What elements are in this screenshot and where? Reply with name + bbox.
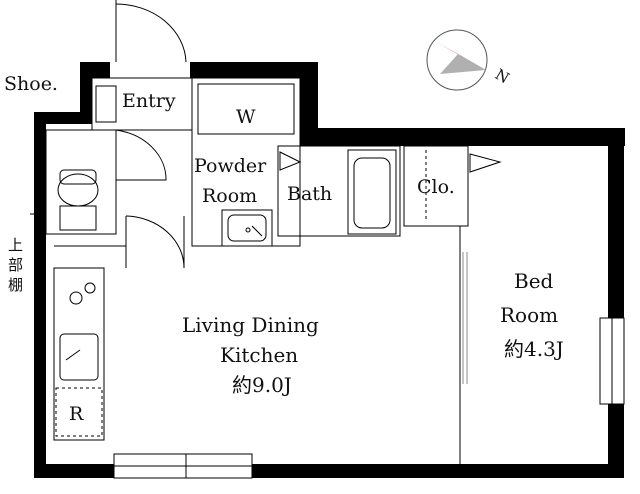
bed-room-size: 約4.3J [504,337,564,361]
upper-shelf-char-1: 上 [8,236,23,254]
door-swings [30,0,502,269]
ldk-label-line1: Living Dining [182,313,319,337]
bath-label: Bath [287,183,332,205]
compass-north-label: N [492,65,512,87]
exterior-walls [34,62,625,478]
ldk-size: 約9.0J [232,373,292,397]
shoe-label: Shoe. [4,73,58,95]
powder-room-label-line1: Powder [194,155,267,177]
bed-room-label-line1: Bed [514,269,554,293]
washer-label: W [236,106,256,128]
closet-label: Clo. [417,176,455,198]
bed-room-label-line2: Room [500,303,558,327]
compass: N [426,29,512,91]
entry-label: Entry [122,90,176,112]
upper-shelf-char-2: 部 [8,256,23,274]
interior-walls [45,77,625,479]
ldk-label-line2: Kitchen [220,343,298,367]
powder-room-label-line2: Room [202,185,257,207]
upper-shelf-char-3: 棚 [8,276,23,294]
fridge-label: R [69,403,84,425]
